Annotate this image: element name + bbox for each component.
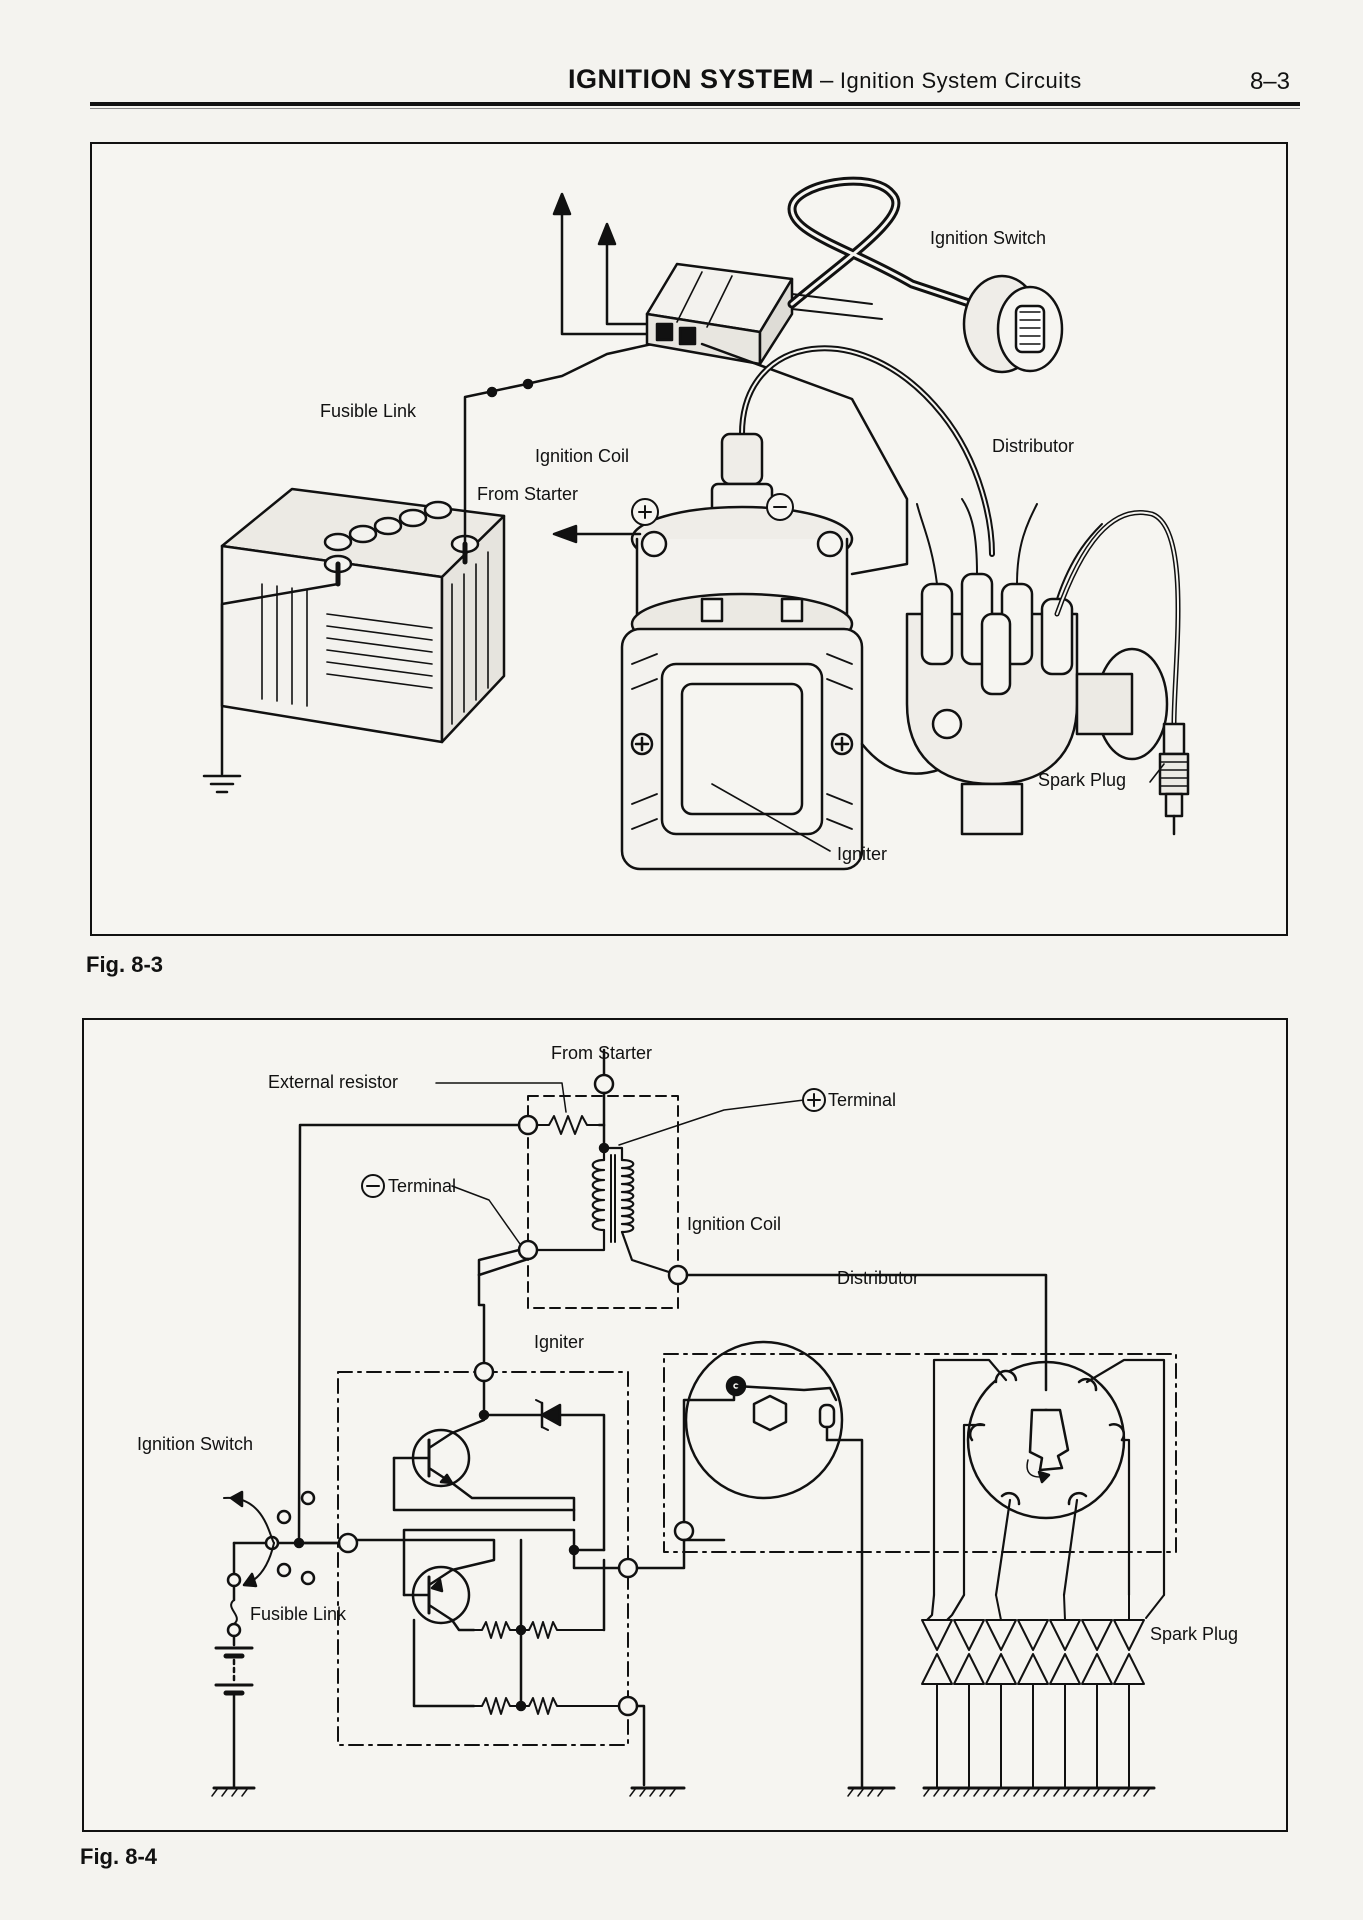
label-spark-plug: Spark Plug xyxy=(1038,770,1126,790)
page-number: 8–3 xyxy=(1249,68,1290,95)
label-ignition-coil-fig4: Ignition Coil xyxy=(687,1214,781,1234)
label-fusible-link: Fusible Link xyxy=(320,401,417,421)
coil-to-distributor-wire xyxy=(685,1273,1048,1392)
igniter-resistor-4 xyxy=(520,1697,620,1715)
figure-8-4: From Starter External resistor Terminal … xyxy=(82,1018,1288,1832)
label-ignition-switch: Ignition Switch xyxy=(930,228,1046,248)
label-minus-terminal: Terminal xyxy=(388,1176,456,1196)
pickup-signal-wire xyxy=(635,1538,686,1570)
coil-plus-symbol xyxy=(631,498,659,526)
figure-8-3-caption: Fig. 8-3 xyxy=(86,952,164,977)
label-from-starter-fig4: From Starter xyxy=(551,1043,652,1063)
fusible-link-joint xyxy=(486,386,498,398)
label-distributor: Distributor xyxy=(992,436,1074,456)
page-header: IGNITION SYSTEM–Ignition System Circuits… xyxy=(90,58,1300,109)
igniter-ground-wire xyxy=(635,1704,646,1787)
external-resistor-leader xyxy=(435,1082,567,1113)
label-fusible-link-fig4: Fusible Link xyxy=(250,1604,347,1624)
ground-symbol xyxy=(202,774,242,794)
from-starter-terminal xyxy=(593,1073,615,1095)
igniter-leader xyxy=(711,783,831,852)
switch-wires xyxy=(791,293,883,320)
pickup-terminal xyxy=(673,1520,695,1542)
coil-output-terminal xyxy=(667,1264,689,1286)
battery-ground-wire xyxy=(220,582,340,776)
label-from-starter: From Starter xyxy=(477,484,578,504)
coil-minus-symbol xyxy=(766,493,794,521)
igniter-illustration xyxy=(620,627,864,871)
transistor-upper xyxy=(392,1413,576,1522)
header-subtitle: Ignition System Circuits xyxy=(839,68,1082,93)
header-rule xyxy=(90,102,1300,106)
resistor-left-terminal xyxy=(517,1114,539,1136)
plug-leads xyxy=(925,1358,1166,1622)
figure-8-3: Ignition Switch Fusible Link Ignition Co… xyxy=(90,142,1288,936)
minus-symbol-fig4 xyxy=(361,1174,385,1198)
label-igniter: Igniter xyxy=(837,844,887,864)
label-distributor-fig4: Distributor xyxy=(837,1268,919,1288)
label-igniter-fig4: Igniter xyxy=(534,1332,584,1352)
coil-minus-terminal-node xyxy=(517,1239,539,1261)
figure-8-3-drawing: Ignition Switch Fusible Link Ignition Co… xyxy=(202,176,1190,871)
coil-windings xyxy=(526,1146,680,1277)
zener-diode xyxy=(535,1399,562,1431)
header-separator: – xyxy=(820,67,834,94)
label-external-resistor: External resistor xyxy=(268,1072,398,1092)
fusible-link-symbol xyxy=(230,1599,238,1625)
ignition-switch-symbol xyxy=(223,1490,316,1588)
header-rule-thin xyxy=(90,108,1300,109)
label-ignition-coil: Ignition Coil xyxy=(535,446,629,466)
ignition-switch-illustration xyxy=(962,274,1064,374)
from-starter-arrow xyxy=(552,524,578,544)
ignition-coil-illustration xyxy=(630,432,854,656)
figure-8-4-caption: Fig. 8-4 xyxy=(80,1844,158,1869)
igniter-resistor-1 xyxy=(473,1621,519,1639)
pickup-ground-wire xyxy=(825,1438,864,1790)
distributor-enclosure xyxy=(663,1353,1177,1553)
signal-generator xyxy=(684,1340,844,1500)
transistor-lower xyxy=(355,1528,621,1632)
battery-illustration xyxy=(220,487,506,744)
igniter-right-terminal xyxy=(617,1557,639,1579)
igniter-ground-terminal xyxy=(617,1695,639,1717)
fusible-link-joint xyxy=(522,378,534,390)
switch-to-resistor-wire xyxy=(297,1123,521,1545)
igniter-resistor-3 xyxy=(473,1697,519,1715)
igniter-enclosure xyxy=(337,1371,629,1746)
igniter-resistor-2 xyxy=(520,1621,605,1639)
figure-8-4-schematic: From Starter External resistor Terminal … xyxy=(137,1043,1238,1797)
spark-gaps xyxy=(921,1594,1165,1789)
label-plus-terminal: Terminal xyxy=(828,1090,896,1110)
label-ignition-switch-fig4: Ignition Switch xyxy=(137,1434,253,1454)
coil-feed-wire xyxy=(700,342,909,576)
harness-connector xyxy=(645,262,794,366)
distributor-illustration xyxy=(905,498,1169,836)
external-resistor xyxy=(536,1115,600,1135)
header-title: IGNITION SYSTEM xyxy=(568,64,815,94)
coil-minus-to-igniter-wire xyxy=(477,1273,486,1374)
distributor-cap xyxy=(966,1360,1126,1520)
header-title-line: IGNITION SYSTEM–Ignition System Circuits xyxy=(568,64,1082,95)
spark-plug-leader xyxy=(1149,763,1165,783)
igniter-top-terminal xyxy=(473,1361,495,1383)
battery-symbol xyxy=(214,1646,254,1790)
igniter-left-terminal xyxy=(337,1532,359,1554)
minus-terminal-leader xyxy=(451,1185,521,1245)
plug-ground-hatch xyxy=(923,1787,1151,1797)
plus-symbol-fig4 xyxy=(802,1088,826,1112)
label-spark-plug-fig4: Spark Plug xyxy=(1150,1624,1238,1644)
spark-plug-illustration xyxy=(1158,722,1190,836)
plus-terminal-leader xyxy=(618,1099,805,1146)
